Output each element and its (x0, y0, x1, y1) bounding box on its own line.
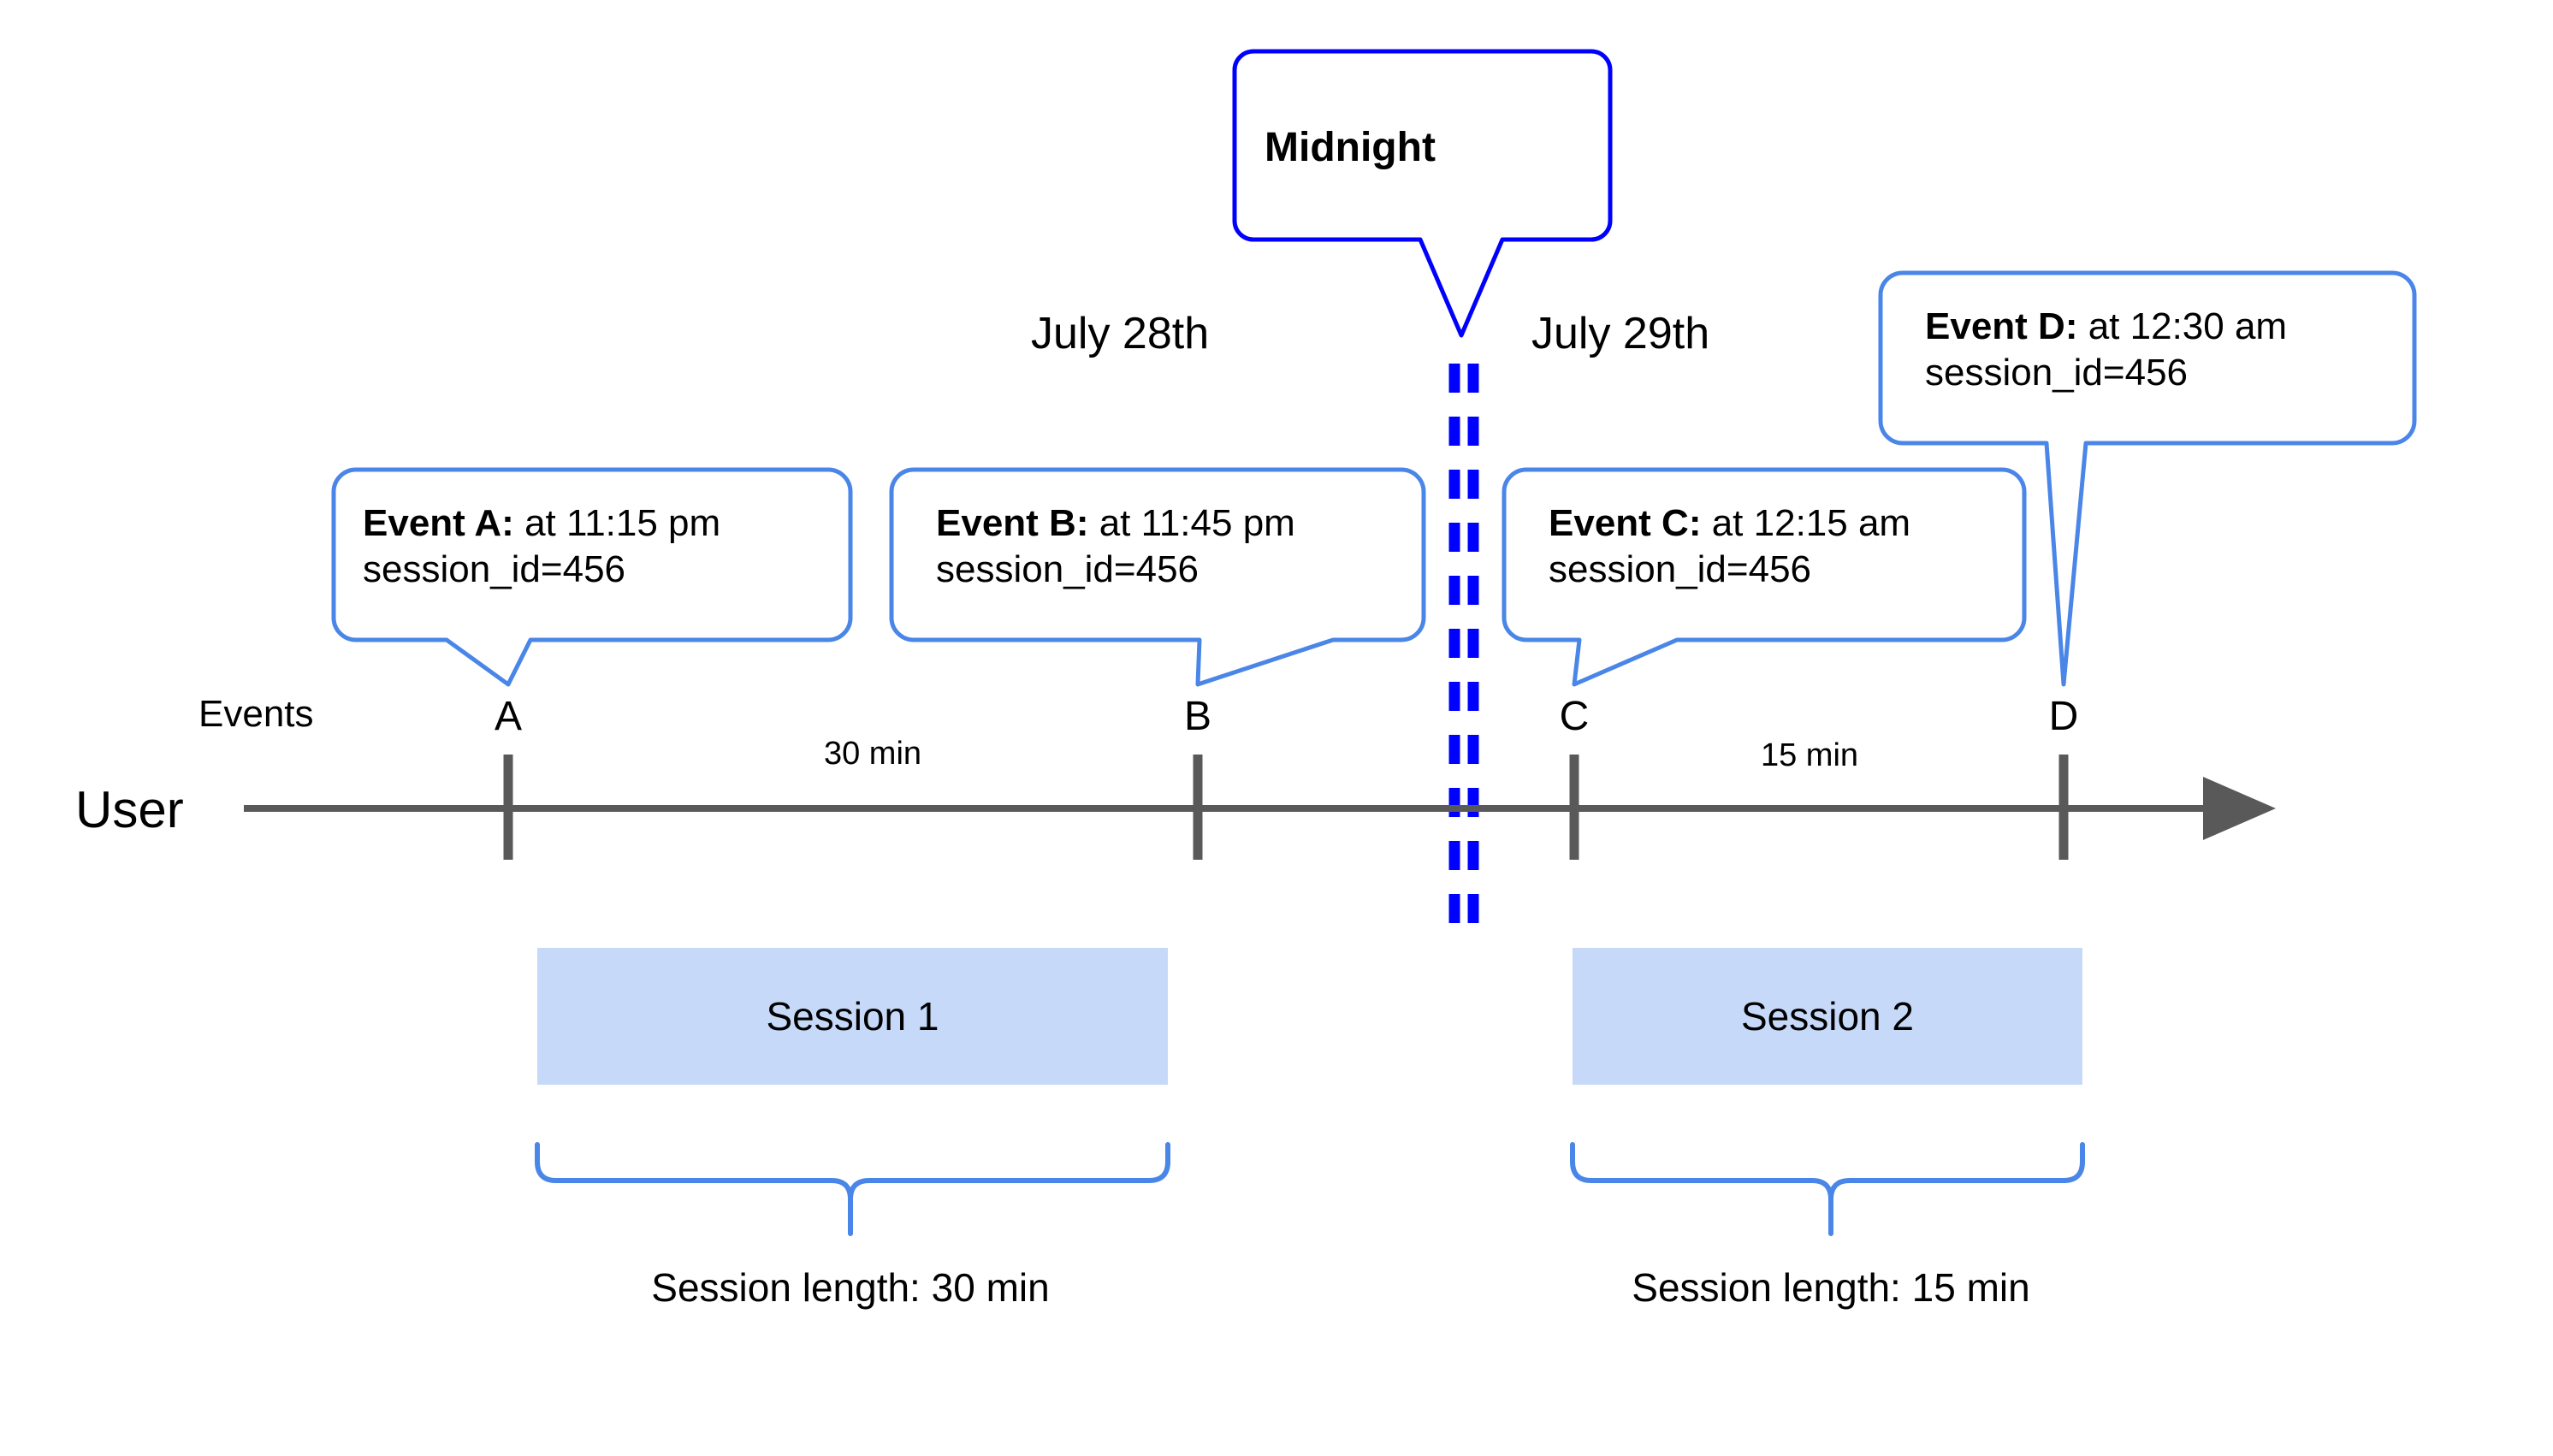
event-d-title: Event D: (1925, 305, 2078, 347)
event-letter-a: A (494, 694, 522, 739)
date-label-july-29: July 29th (1531, 309, 1710, 358)
event-c-session-id: session_id=456 (1549, 547, 1812, 590)
session-1-brace (535, 1142, 1170, 1236)
event-letter-d: D (2048, 694, 2079, 739)
event-a-callout-text: Event A: at 11:15 pm session_id=456 (363, 500, 720, 592)
event-letter-b: B (1183, 694, 1211, 739)
event-a-time: at 11:15 pm (513, 502, 721, 544)
midnight-label: Midnight (1265, 125, 1436, 170)
midnight-callout-shape (1232, 49, 1613, 338)
session-2-brace (1570, 1142, 2085, 1236)
event-c-callout-text: Event C: at 12:15 am session_id=456 (1549, 500, 1910, 592)
event-a-title: Event A: (363, 502, 514, 544)
event-c-title: Event C: (1549, 502, 1702, 544)
event-b-session-id: session_id=456 (936, 547, 1199, 590)
event-letter-c: C (1559, 694, 1590, 739)
event-d-callout-text: Event D: at 12:30 am session_id=456 (1925, 304, 2287, 395)
event-d-session-id: session_id=456 (1925, 351, 2189, 394)
timeline-axis (244, 777, 2276, 840)
event-b-time: at 11:45 pm (1088, 502, 1295, 544)
event-c-time: at 12:15 am (1701, 502, 1911, 544)
event-d-time: at 12:30 am (2077, 305, 2288, 347)
session-1-length-label: Session length: 30 min (651, 1265, 1050, 1310)
session-1-label: Session 1 (766, 994, 939, 1039)
event-a-session-id: session_id=456 (363, 547, 626, 590)
event-b-title: Event B: (936, 502, 1089, 544)
event-b-callout-text: Event B: at 11:45 pm session_id=456 (936, 500, 1295, 592)
session-2-label: Session 2 (1740, 994, 1914, 1039)
midnight-dashed-lines (1448, 364, 1479, 937)
gap-label-15-min: 15 min (1760, 737, 1859, 773)
gap-label-30-min: 30 min (823, 736, 922, 772)
session-2-box: Session 2 (1573, 948, 2082, 1085)
row-label-events: Events (198, 693, 314, 735)
session-2-length-label: Session length: 15 min (1632, 1265, 2030, 1310)
session-1-box: Session 1 (537, 948, 1168, 1085)
date-label-july-28: July 28th (1031, 309, 1210, 358)
row-label-user: User (75, 781, 184, 838)
